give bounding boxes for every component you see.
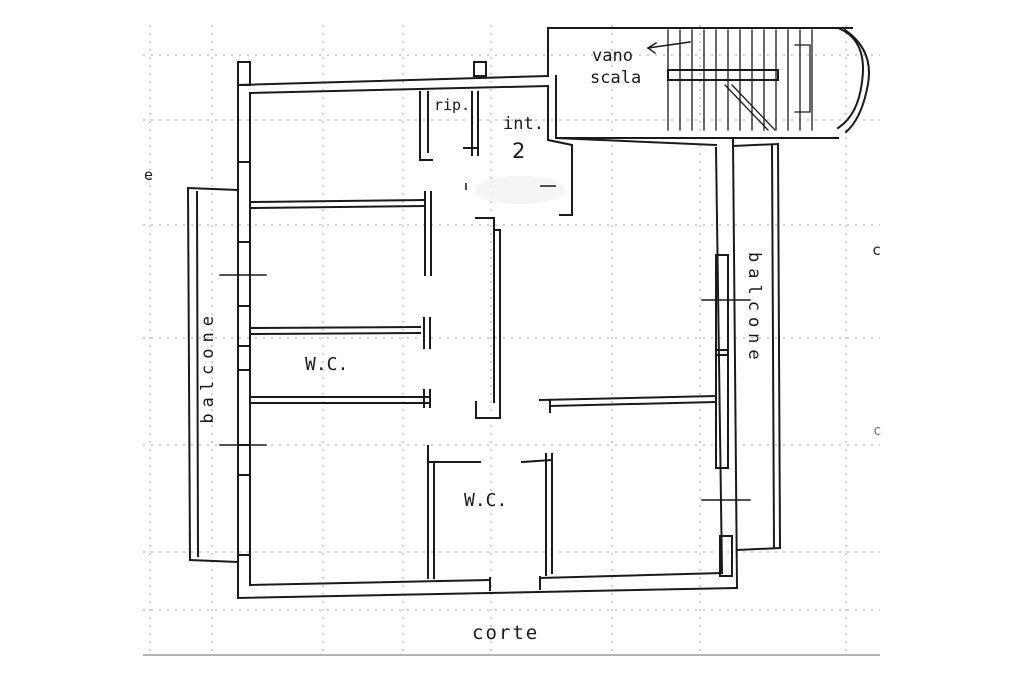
window-left-1 (237, 61, 251, 86)
margin-mark-left: e (144, 166, 154, 184)
stair-label-line1: vano (592, 46, 633, 66)
outer-wall-bottom (236, 571, 739, 600)
margin-mark-right-mid: c (873, 423, 882, 439)
storage-label: rip. (434, 96, 471, 114)
unit-label: int. (503, 114, 544, 134)
margin-mark-right-top: c (872, 241, 882, 259)
partition-left-top (248, 198, 427, 210)
window-left-3 (237, 305, 251, 347)
outer-wall-right (714, 138, 739, 590)
corridor-wall (475, 217, 501, 419)
window-right-2 (715, 349, 729, 469)
partition-wc-top (248, 325, 422, 336)
balcony-left-outline (186, 186, 240, 564)
unit-number: 2 (512, 139, 526, 163)
stair-label-line2: scala (590, 68, 642, 88)
partition-right (538, 394, 718, 413)
erased-area (475, 176, 565, 204)
outer-wall-left (237, 61, 251, 599)
window-left-2 (237, 161, 251, 243)
partition-wc-bottom (249, 396, 429, 404)
window-right-3 (719, 535, 733, 577)
stair-arrow-icon (646, 41, 691, 55)
wc-center-walls (427, 445, 554, 579)
door-jamb-1 (424, 191, 432, 276)
entrance-walls (419, 91, 479, 161)
window-left-5 (237, 474, 251, 556)
window-left-4 (237, 369, 251, 446)
stair-landing-rail (667, 69, 779, 81)
courtyard-label: corte (472, 622, 540, 644)
balcony-right-label: balcone (744, 252, 764, 366)
balcony-right-outline (731, 142, 782, 552)
grid-lines (143, 25, 880, 655)
window-right-1 (715, 254, 729, 356)
chimney-stub (473, 61, 487, 77)
wc-center-label: W.C. (464, 490, 508, 511)
wc-left-label: W.C. (305, 354, 349, 375)
stair-curved-end (836, 26, 864, 130)
stair-block-walls (547, 27, 853, 216)
outer-wall-top-left (236, 74, 550, 95)
balcony-left-label: balcone (198, 310, 218, 424)
